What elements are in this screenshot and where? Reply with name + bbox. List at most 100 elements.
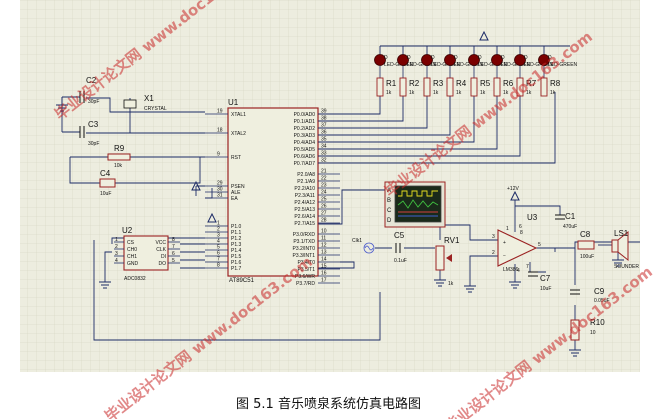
mcu-pin-number: 13 xyxy=(321,250,327,256)
mcu-ref: U1 xyxy=(228,98,239,107)
led-d8 xyxy=(538,54,550,66)
mcu-pin-number: 10 xyxy=(321,229,327,235)
mcu-pin-name: P1.7 xyxy=(231,266,242,272)
c3-ref: C3 xyxy=(88,120,99,129)
adc-pin-number: 1 xyxy=(115,237,118,243)
led-d5 xyxy=(468,54,480,66)
mcu-pin-number: 35 xyxy=(321,137,327,143)
c7-value: 10uF xyxy=(540,286,551,292)
mcu-body xyxy=(227,107,319,277)
figure-caption: 图 5.1 音乐喷泉系统仿真电路图 xyxy=(236,397,421,412)
adc-pin-name: VCC xyxy=(155,240,166,246)
mcu-pin-name: P0.1/AD1 xyxy=(294,119,316,125)
c8-value: 100uF xyxy=(580,254,594,260)
mcu-pin-name: P1.2 xyxy=(231,236,242,242)
mcu-pin-number: 8 xyxy=(217,263,220,269)
led-d2 xyxy=(397,54,409,66)
capacitor-c7 xyxy=(528,271,538,277)
mcu-pin-number: 27 xyxy=(321,211,327,217)
led-ref-prefix: D xyxy=(384,55,388,61)
led-ref-prefix: D xyxy=(454,55,458,61)
mcu-pin-name: XTAL2 xyxy=(231,131,246,137)
mcu-pin-name: P1.6 xyxy=(231,260,242,266)
c2-value: 30pF xyxy=(88,99,99,105)
resistor-value: 1k xyxy=(386,90,392,96)
c4-ref: C4 xyxy=(100,169,111,178)
c5-ref: C5 xyxy=(394,231,405,240)
resistor-ref: R2 xyxy=(409,79,420,88)
ground-symbols xyxy=(56,104,624,357)
scope-channel-label: B xyxy=(387,198,391,204)
adc-pin-number: 8 xyxy=(172,237,175,243)
led-label: LED-GREEN xyxy=(454,62,484,68)
amplifier-body xyxy=(497,229,538,267)
c1-value: 470uF xyxy=(563,224,577,230)
mcu-pin-name: P0.6/AD6 xyxy=(294,154,316,160)
resistor-value: 1k xyxy=(456,90,462,96)
mcu-pin-number: 34 xyxy=(321,144,327,150)
mcu-pin-number: 24 xyxy=(321,190,327,196)
mcu-pin-name: EA xyxy=(231,196,238,202)
speaker-ref: LS1 xyxy=(614,229,629,238)
resistor-value: 1k xyxy=(503,90,509,96)
adc-body xyxy=(123,235,169,271)
scope-channel-label: C xyxy=(387,208,392,214)
adc-pin-name: CLK xyxy=(156,247,166,253)
amp-pin-number: 8 xyxy=(520,230,523,236)
led-array: DLED-GREENDLED-GREENDLED-GREENDLED-GREEN… xyxy=(374,54,578,68)
mcu-pin-name: P3.0/RXD xyxy=(293,232,316,238)
amp-plus: + xyxy=(503,240,506,246)
capacitor-c5 xyxy=(395,243,401,253)
amp-pin-number: 5 xyxy=(538,242,541,248)
led-d3 xyxy=(421,54,433,66)
mcu-pin-number: 6 xyxy=(217,251,220,257)
mcu-pin-name: PSEN xyxy=(231,184,245,190)
led-label: LED-GREEN xyxy=(524,62,554,68)
adc-pin-name: GND xyxy=(127,261,139,267)
mcu-pin-number: 29 xyxy=(217,181,223,187)
scope-channel-label: A xyxy=(387,188,391,194)
mcu-pin-number: 9 xyxy=(217,152,220,158)
c2-ref: C2 xyxy=(86,76,97,85)
r10-value: 10 xyxy=(590,330,596,336)
mcu-pin-number: 39 xyxy=(321,109,327,115)
mcu-pin-number: 7 xyxy=(217,257,220,263)
mcu-pin-number: 37 xyxy=(321,123,327,129)
mcu-pin-name: P2.7/A15 xyxy=(294,221,315,227)
sine-icon xyxy=(364,245,374,251)
led-label: LED-GREEN xyxy=(384,62,414,68)
resistor-r9 xyxy=(107,153,131,161)
mcu-pin-number: 5 xyxy=(217,245,220,251)
mcu-pin-name: P2.3/A11 xyxy=(295,193,315,199)
adc-pin-number: 7 xyxy=(172,244,175,250)
led-label: LED-GREEN xyxy=(548,62,578,68)
adc-pin-name: CS xyxy=(127,240,135,246)
c8-ref: C8 xyxy=(580,230,591,239)
amp-supply: +12V xyxy=(507,186,519,192)
r9-value: 10k xyxy=(114,163,123,169)
led-label: LED-GREEN xyxy=(501,62,531,68)
resistor-r7 xyxy=(516,77,524,97)
mcu-pin-name: P3.3/INT1 xyxy=(292,253,315,259)
resistor-r3 xyxy=(423,77,431,97)
led-ref-prefix: D xyxy=(548,55,552,61)
mcu-pin-name: P2.5/A13 xyxy=(294,207,315,213)
resistor-ref: R8 xyxy=(550,79,561,88)
rv1-value: 1k xyxy=(448,281,454,287)
resistor-value: 1k xyxy=(550,90,556,96)
mcu-pin-name: P0.5/AD5 xyxy=(294,147,316,153)
amp-pin-number: 6 xyxy=(519,224,522,230)
amp-pin-number: 3 xyxy=(492,234,495,240)
capacitor-c1 xyxy=(555,214,565,220)
mcu-pin-name: P0.2/AD2 xyxy=(294,126,316,132)
c9-ref: C9 xyxy=(594,287,605,296)
mcu-pin-number: 15 xyxy=(321,264,327,270)
resistor-r4 xyxy=(446,77,454,97)
mcu-pin-name: P1.3 xyxy=(231,242,242,248)
mcu-pin-name: P1.5 xyxy=(231,254,242,260)
mcu-pin-number: 36 xyxy=(321,130,327,136)
capacitor-c8 xyxy=(577,240,595,250)
adc-pin-number: 4 xyxy=(115,258,118,264)
